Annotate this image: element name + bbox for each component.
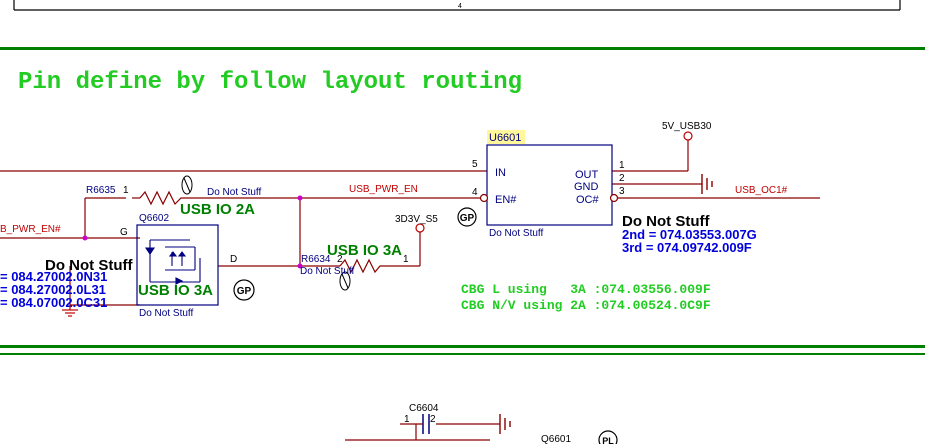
u6601-ref: U6601 [489, 132, 521, 144]
c6604-pin1: 1 [404, 414, 410, 425]
left-part-1: = 084.27002.0N31 [0, 269, 107, 284]
label-usb-io-3a-right: USB IO 3A [327, 242, 402, 259]
q6602-note: Do Not Stuff [139, 308, 194, 319]
pl-badge-text: PL [602, 436, 614, 444]
net-3d3v-s5: 3D3V_S5 [395, 214, 438, 225]
cbg-note-1: CBG L using 3A :074.03556.009F [461, 282, 711, 297]
r6635-ref: R6635 [86, 185, 116, 196]
ground-symbol-c6604 [499, 414, 511, 434]
q6602-ref: Q6602 [139, 213, 169, 224]
do-not-stuff-left: Do Not Stuff [45, 257, 133, 274]
gp-badge-icon: GP [457, 207, 477, 227]
u6601-pin3-num: 3 [619, 186, 625, 197]
net-usb-pwr-en-n: B_PWR_EN# [0, 224, 61, 235]
section-title: Pin define by follow layout routing [18, 69, 522, 96]
u6601-pin4-num: 4 [472, 187, 478, 198]
test-point-icon [339, 271, 351, 291]
alt-part-2nd: 2nd = 074.03553.007G [622, 227, 757, 242]
ground-symbol-q6602 [62, 305, 78, 317]
r6634-pin1: 1 [403, 254, 409, 265]
do-not-stuff-right: Do Not Stuff [622, 213, 710, 230]
pl-badge-icon: PL [598, 430, 618, 444]
r6635-pin1: 1 [123, 185, 129, 196]
u6601-pin-oc-name: OC# [576, 194, 600, 206]
u6601-pin1-num: 1 [619, 160, 625, 171]
net-5v-usb30: 5V_USB30 [662, 121, 712, 132]
gp-badge-icon: GP [233, 279, 255, 301]
gp-badge-text-left: GP [237, 286, 252, 297]
net-usb-oc1: USB_OC1# [735, 185, 788, 196]
q6602-gate-label: G [120, 227, 128, 238]
alt-part-3rd: 3rd = 074.09742.009F [622, 240, 752, 255]
power-port-3d3v-s5[interactable]: 3D3V_S5 [395, 214, 438, 233]
u6601-pin5-num: 5 [472, 159, 478, 170]
r6634-note: Do Not Stuff [300, 266, 355, 277]
r6635-resistor[interactable]: R6635 1 Do Not Stuff [86, 185, 262, 206]
r6634-resistor[interactable]: R6634 2 1 Do Not Stuff [300, 254, 409, 277]
q6601-ref: Q6601 [541, 434, 571, 444]
u6601-pin-gnd-name: GND [574, 181, 599, 193]
left-part-3: = 084.07002.0C31 [0, 295, 107, 310]
r6634-pin2: 2 [337, 254, 343, 265]
power-port-5v-usb30[interactable]: 5V_USB30 [662, 121, 712, 141]
ground-symbol-u6601 [701, 174, 713, 194]
cbg-note-2: CBG N/V using 2A :074.00524.0C9F [461, 298, 711, 313]
section-separators [0, 47, 925, 355]
label-usb-io-3a-left: USB IO 3A [138, 282, 213, 299]
left-part-2: = 084.27002.0L31 [0, 282, 106, 297]
q6602-mosfet[interactable]: Q6602 G D Do Not Stuff [120, 213, 237, 319]
gp-badge-text: GP [460, 213, 475, 224]
q6602-drain-label: D [230, 254, 237, 265]
u6601-note: Do Not Stuff [489, 228, 544, 239]
u6601-pin-en-name: EN# [495, 194, 517, 206]
c6604-capacitor[interactable]: C6604 1 2 [400, 403, 439, 434]
wires [0, 140, 820, 441]
zone-number: 4 [458, 3, 462, 10]
u6601-ic[interactable]: U6601 IN EN# 5 4 OUT GND OC# 1 2 3 Do No… [472, 130, 625, 239]
u6601-pin2-num: 2 [619, 173, 625, 184]
u6601-pin-in-name: IN [495, 167, 506, 179]
net-usb-pwr-en: USB_PWR_EN [349, 184, 418, 195]
label-usb-io-2a: USB IO 2A [180, 201, 255, 218]
c6604-pin2: 2 [430, 414, 436, 425]
c6604-ref: C6604 [409, 403, 439, 414]
r6634-ref: R6634 [301, 254, 331, 265]
r6635-note: Do Not Stuff [207, 187, 262, 198]
junctions [82, 195, 303, 269]
u6601-pin-out-name: OUT [575, 169, 599, 181]
top-frame: 4 [13, 0, 901, 11]
test-point-icon [181, 175, 193, 195]
